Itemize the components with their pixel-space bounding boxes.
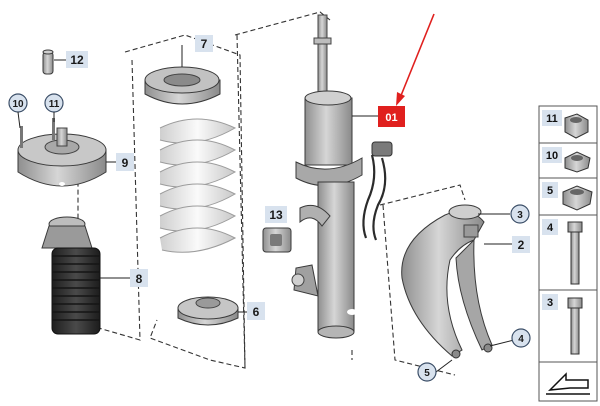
side-panel-label-10: 10	[546, 150, 558, 162]
part-8-bellows	[41, 216, 130, 335]
callout-7-text: 7	[201, 37, 208, 51]
callout-13-text: 13	[269, 208, 283, 222]
red-pointer-arrow	[396, 13, 435, 106]
side-panel-labels: 11 10 5 4 3	[542, 110, 562, 310]
callout-3-text: 3	[517, 210, 523, 221]
callout-5: 5	[417, 362, 437, 382]
callout-01: 01	[378, 106, 405, 127]
arrow-icon	[545, 368, 591, 396]
part-01-shock-absorber	[291, 14, 393, 339]
side-panel-label-5: 5	[547, 185, 553, 197]
dashed-group-frames	[77, 11, 466, 376]
coil-spring	[159, 118, 237, 253]
callout-8-text: 8	[136, 272, 143, 286]
side-panel-label-4: 4	[547, 222, 554, 234]
callout-6-text: 6	[253, 305, 260, 319]
callout-6: 6	[247, 302, 265, 320]
callout-2-text: 2	[518, 238, 525, 252]
callout-2: 2	[512, 236, 530, 253]
callout-3: 3	[510, 204, 530, 224]
part-9-top-mount	[17, 118, 118, 187]
callout-7: 7	[195, 35, 213, 52]
callout-10-text: 10	[12, 99, 24, 110]
callout-5-text: 5	[424, 368, 430, 379]
side-panel-label-3: 3	[547, 297, 553, 309]
part-2-control-arm	[401, 204, 515, 373]
callout-4-text: 4	[518, 334, 524, 345]
callout-12: 12	[66, 51, 88, 68]
part-13-bracket	[262, 227, 292, 253]
callout-12-text: 12	[70, 53, 84, 67]
callout-9-text: 9	[122, 156, 129, 170]
callout-4: 4	[511, 328, 531, 348]
callout-8: 8	[130, 269, 148, 287]
side-panel-label-11: 11	[546, 113, 558, 125]
callout-labels: 01 7 12 9 8 6 13 2	[8, 35, 531, 382]
callout-11: 11	[44, 93, 64, 113]
callout-11-text: 11	[49, 99, 60, 110]
part-7-upper-spring-pad	[144, 45, 221, 105]
part-6-lower-spring-pad	[177, 296, 248, 326]
callout-13: 13	[265, 206, 287, 223]
callout-9: 9	[116, 153, 134, 171]
callout-10: 10	[8, 93, 28, 113]
callout-01-text: 01	[385, 112, 397, 124]
part-12-stopper	[42, 49, 66, 75]
